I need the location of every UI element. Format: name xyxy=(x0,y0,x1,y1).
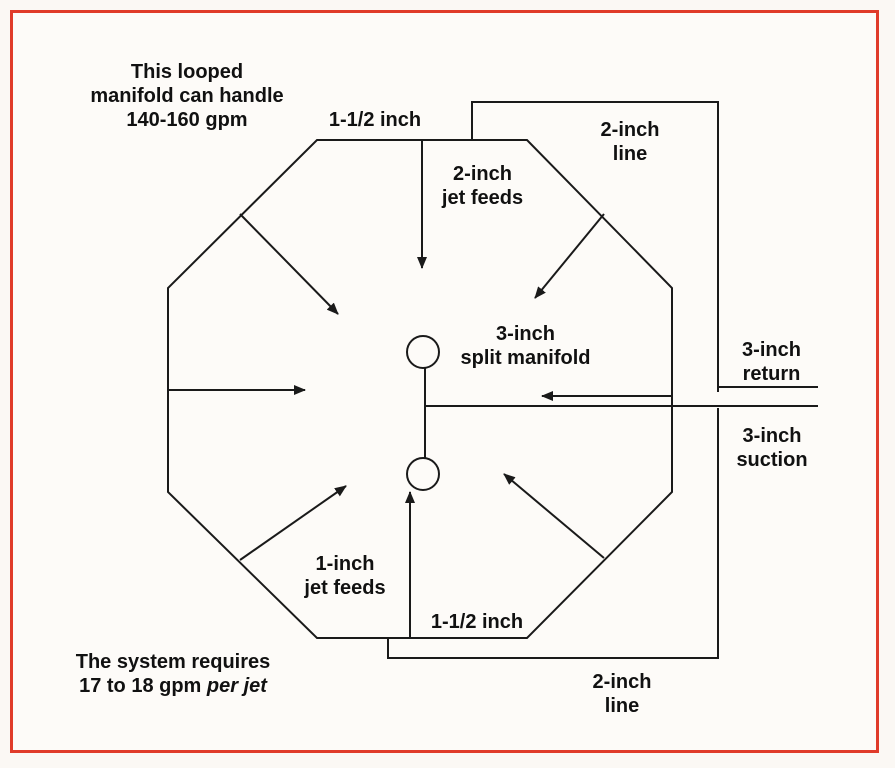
capacity-note: This looped manifold can handle 140-160 … xyxy=(90,61,284,131)
jet-feed-arrow-upper-right xyxy=(534,213,605,299)
looped-manifold-octagon xyxy=(167,139,673,639)
split-manifold-upper xyxy=(406,335,440,369)
suction-label: 3-inch suction xyxy=(736,425,808,471)
diagram-frame xyxy=(10,10,879,753)
split-manifold-label: 3-inch split manifold xyxy=(460,323,591,369)
bottom-2-inch-line-label: 2-inch line xyxy=(592,671,652,717)
requirement-note: The system requires 17 to 18 gpm per jet xyxy=(75,651,271,697)
jet-feed-arrow-lower-right xyxy=(503,473,605,559)
split-manifold-lower xyxy=(406,457,440,491)
jet-feed-arrow-lower-left xyxy=(239,485,347,561)
top-pipe-size-label: 1-1/2 inch xyxy=(328,109,422,131)
bottom-jet-feeds-label: 1-inch jet feeds xyxy=(304,553,386,599)
jet-feed-arrow-upper-left xyxy=(239,213,339,315)
bottom-pipe-size-label: 1-1/2 inch xyxy=(430,611,524,633)
top-jet-feeds-label: 2-inch jet feeds xyxy=(441,163,524,209)
top-2-inch-line xyxy=(471,101,719,392)
top-2-inch-line-label: 2-inch line xyxy=(600,119,660,165)
return-label: 3-inch return xyxy=(742,339,801,385)
bottom-2-inch-line xyxy=(387,408,719,659)
